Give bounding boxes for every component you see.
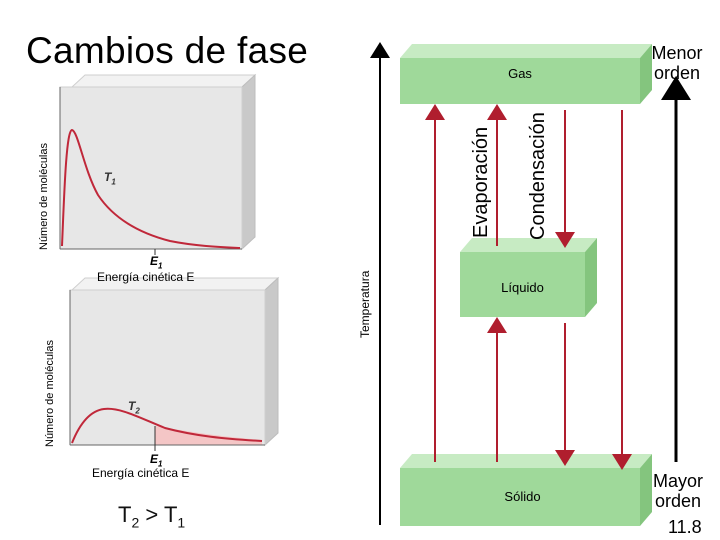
liquid-box bbox=[460, 238, 597, 317]
gas-label: Gas bbox=[508, 66, 532, 81]
bottom-curve-label: T2 bbox=[128, 399, 140, 416]
page-number: 11.8 bbox=[668, 517, 702, 537]
liquid-label: Líquido bbox=[501, 280, 544, 295]
condensation-label: Condensación bbox=[527, 112, 549, 240]
solid-label: Sólido bbox=[504, 489, 541, 504]
more-order-label: Mayor orden bbox=[652, 471, 703, 511]
top-curve-label: T1 bbox=[104, 170, 116, 187]
bottom-graph-ylabel: Número de moléculas bbox=[44, 340, 56, 447]
solid-box bbox=[400, 454, 652, 526]
page-title: Cambios de fase bbox=[26, 30, 309, 71]
gas-box bbox=[400, 44, 652, 104]
bottom-distribution-curve bbox=[71, 407, 263, 444]
temperature-label: Temperatura bbox=[358, 270, 372, 338]
top-graph-panel bbox=[59, 73, 257, 255]
temperature-comparison: T2 > T1 bbox=[118, 502, 186, 531]
bottom-graph-panel bbox=[69, 276, 280, 451]
less-order-label: Menor orden bbox=[651, 43, 703, 83]
top-graph-ylabel: Número de moléculas bbox=[38, 143, 50, 250]
evaporation-label: Evaporación bbox=[470, 126, 492, 238]
bottom-energy-marker: E1 bbox=[150, 452, 163, 469]
top-graph-xlabel: Energía cinética E bbox=[97, 270, 195, 284]
bottom-graph-xlabel: Energía cinética E bbox=[92, 466, 190, 480]
top-energy-marker: E1 bbox=[150, 254, 163, 271]
top-distribution-curve bbox=[61, 128, 241, 249]
